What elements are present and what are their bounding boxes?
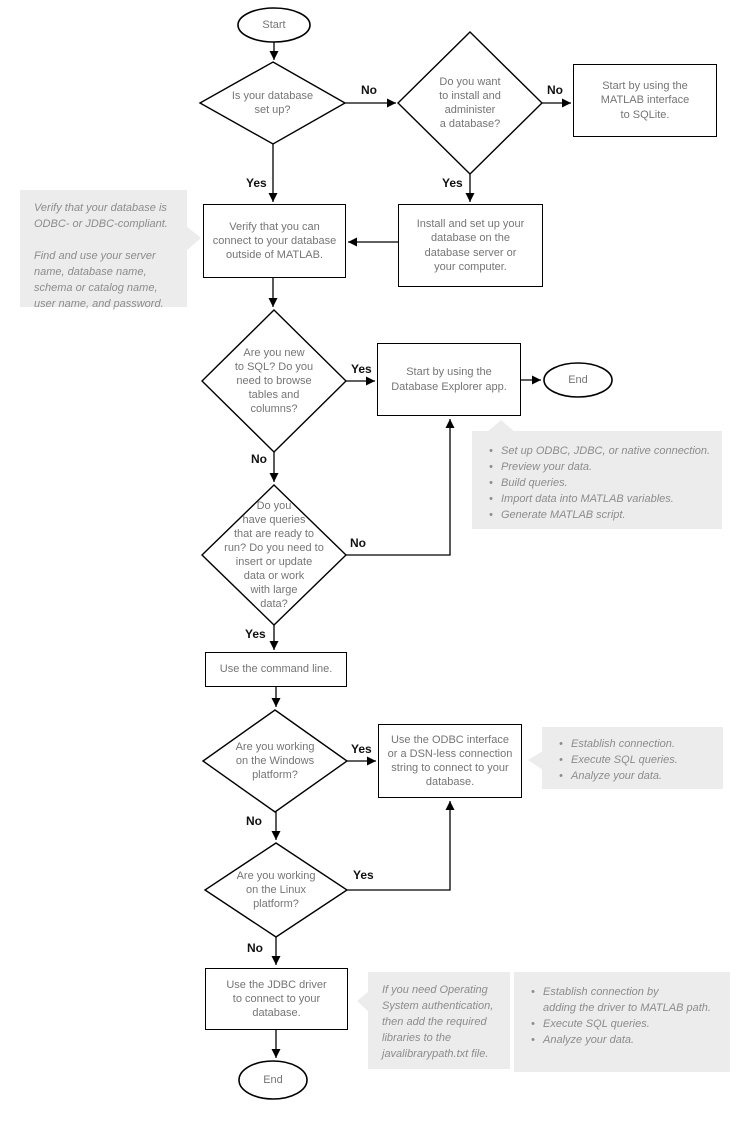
jdbc-steps-item: Execute SQL queries. (530, 1017, 726, 1033)
verify-note-callout: Verify that your database is ODBC- or JD… (20, 190, 187, 310)
edge-queries-no (346, 419, 455, 556)
edge-label-queries-no: No (350, 536, 366, 550)
edge-label-windows-yes: Yes (351, 742, 372, 756)
odbc-note-item: Execute SQL queries. (558, 753, 719, 769)
edge-label-dbsetup-no: No (361, 83, 377, 97)
end2-terminator-shape (238, 1060, 308, 1100)
edge-label-dbsetup-yes: Yes (246, 176, 267, 190)
start-terminator-shape (237, 7, 311, 43)
edge-label-linux-no: No (247, 941, 263, 955)
verify-note-para2: Find and use your server name, database … (34, 249, 164, 310)
explorer-note-tip (487, 420, 515, 432)
edge-label-installadmin-yes: Yes (442, 176, 463, 190)
edge-label-installadmin-no: No (547, 83, 563, 97)
process-sqlite-box: Start by using the MATLAB interface to S… (573, 64, 717, 137)
jdbc-note-tip (357, 991, 369, 1012)
decision-db-setup-shape (198, 61, 347, 145)
jdbc-steps-item: Analyze your data. (530, 1033, 726, 1049)
decision-new-to-sql-shape (201, 309, 347, 453)
jdbc-note-text: If you need Operating System authenticat… (382, 984, 494, 1060)
edge-label-queries-yes: Yes (245, 627, 266, 641)
decision-linux-shape (203, 842, 349, 938)
jdbc-note-callout: If you need Operating System authenticat… (368, 972, 510, 1069)
explorer-note-item: Set up ODBC, JDBC, or native connection. (488, 444, 718, 460)
edge-label-newtosql-no: No (251, 452, 267, 466)
explorer-note-item: Preview your data. (488, 460, 718, 476)
explorer-note-list: Set up ODBC, JDBC, or native connection.… (488, 444, 718, 524)
odbc-note-callout: Establish connection. Execute SQL querie… (542, 727, 723, 789)
explorer-note-item: Build queries. (488, 476, 718, 492)
process-odbc-box: Use the ODBC interface or a DSN-less con… (378, 724, 522, 798)
explorer-note-item: Generate MATLAB script. (488, 508, 718, 524)
jdbc-steps-callout: Establish connection by adding the drive… (514, 972, 730, 1072)
edge-label-newtosql-yes: Yes (351, 362, 372, 376)
odbc-note-tip (528, 751, 543, 770)
decision-windows-shape (201, 709, 349, 813)
explorer-note-item: Import data into MATLAB variables. (488, 492, 718, 508)
verify-note-para1: Verify that your database is ODBC- or JD… (34, 202, 168, 230)
odbc-note-item: Establish connection. (558, 737, 719, 753)
jdbc-steps-list: Establish connection by adding the drive… (530, 985, 726, 1049)
process-verify-connect-box: Verify that you can connect to your data… (203, 204, 346, 278)
edge-label-linux-yes: Yes (353, 868, 374, 882)
odbc-note-list: Establish connection. Execute SQL querie… (558, 737, 719, 785)
explorer-note-callout: Set up ODBC, JDBC, or native connection.… (472, 431, 722, 529)
decision-queries-ready-shape (200, 484, 348, 626)
odbc-note-item: Analyze your data. (558, 769, 719, 785)
decision-install-admin-shape (397, 31, 543, 175)
edge-label-windows-no: No (246, 814, 262, 828)
process-jdbc-box: Use the JDBC driver to connect to your d… (205, 968, 348, 1030)
process-command-line-box: Use the command line. (205, 652, 347, 687)
process-db-explorer-box: Start by using the Database Explorer app… (377, 343, 521, 416)
end1-terminator-shape (543, 362, 613, 398)
process-install-db-box: Install and set up your database on the … (398, 204, 543, 287)
verify-note-tip (186, 226, 201, 251)
edge-linux-yes (347, 801, 455, 891)
jdbc-steps-item: Establish connection by adding the drive… (530, 985, 726, 1017)
